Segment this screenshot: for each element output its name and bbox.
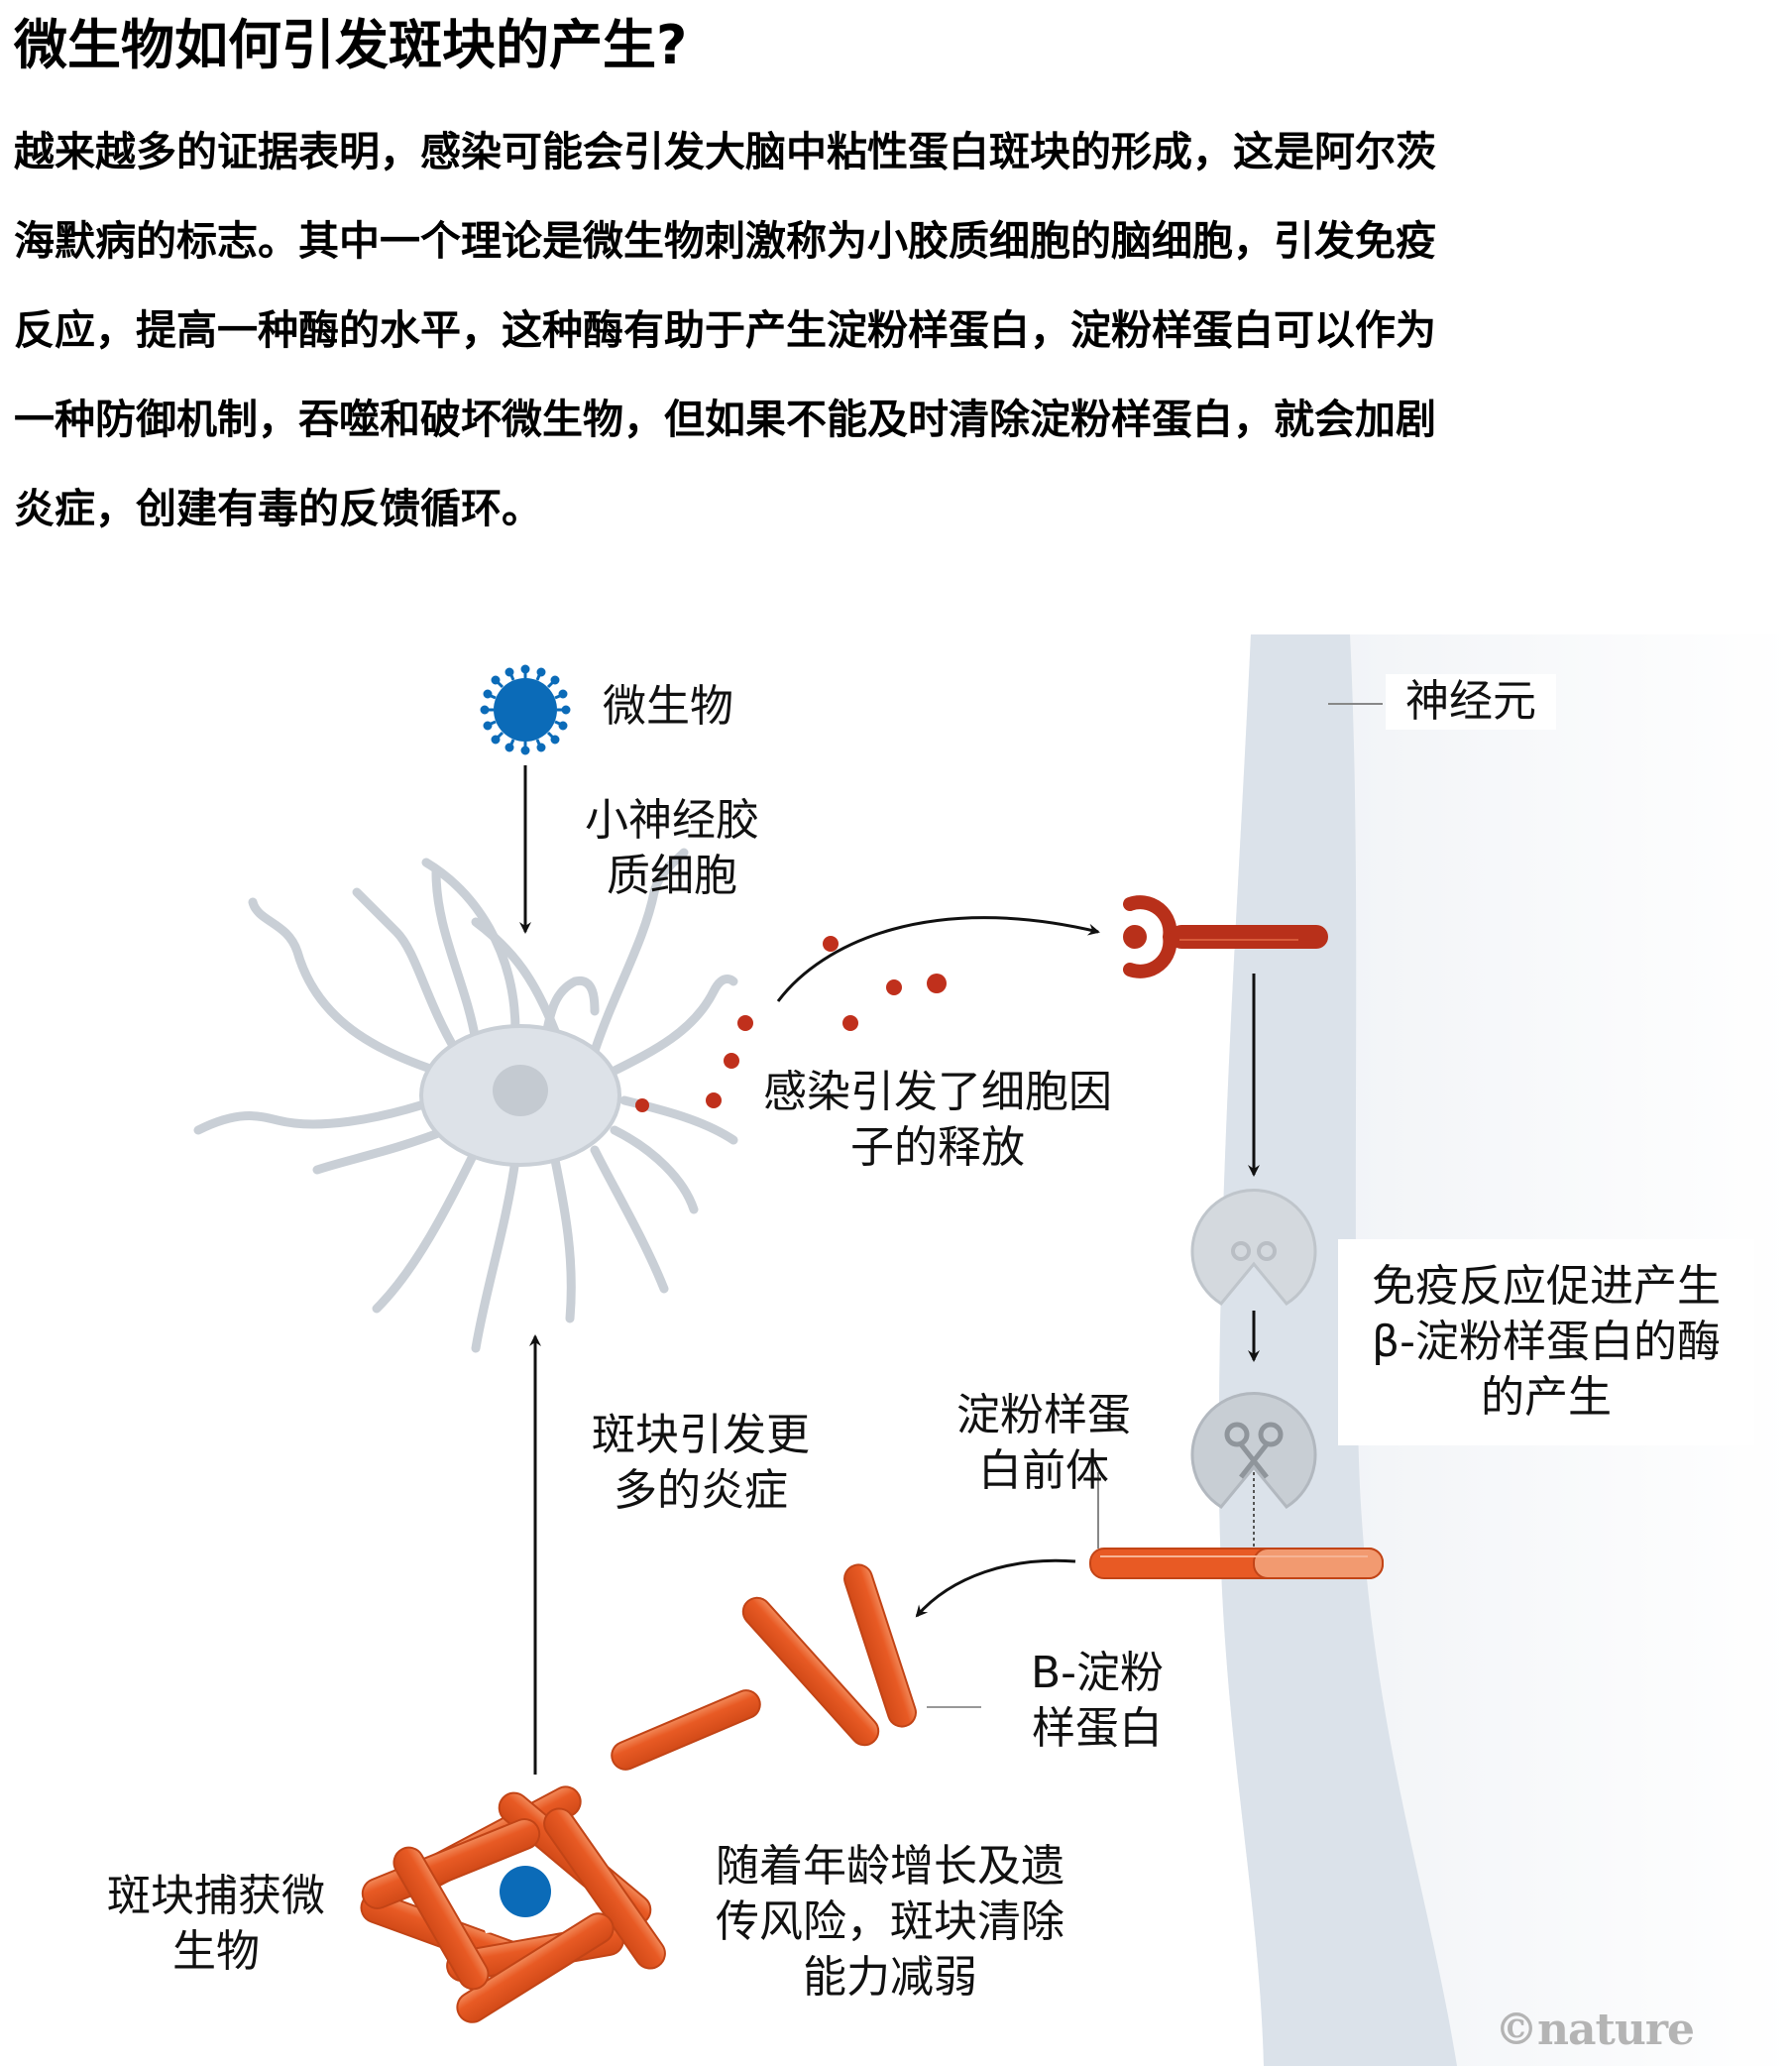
- scissors-enzyme-icon: [1190, 1189, 1317, 1306]
- receptor-icon: [1123, 895, 1328, 978]
- inflammation-label: 斑块引发更 多的炎症: [592, 1410, 810, 1516]
- intro-line: 海默病的标志。其中一个理论是微生物刺激称为小胶质细胞的脑细胞，引发免疫: [14, 217, 1436, 265]
- virus-icon: [480, 664, 571, 755]
- intro-paragraph: 越来越多的证据表明，感染可能会引发大脑中粘性蛋白斑块的形成，这是阿尔茨 海默病的…: [14, 107, 1788, 553]
- nature-credit: ©nature: [1495, 2005, 1695, 2055]
- arc-arrow-icon: [776, 916, 1100, 1002]
- aging-label: 随着年龄增长及遗 传风险，斑块清除 能力减弱: [716, 1841, 1064, 2003]
- page-title: 微生物如何引发斑块的产生?: [14, 14, 688, 76]
- neuron-label: 神经元: [1386, 674, 1556, 730]
- amyloid-fibril-icon: [611, 1563, 917, 1771]
- enzyme-label: 免疫反应促进产生 β-淀粉样蛋白的酶 的产生: [1338, 1239, 1754, 1445]
- precursor-label: 淀粉样蛋 白前体: [956, 1390, 1131, 1496]
- capture-label: 斑块捕获微 生物: [107, 1871, 325, 1977]
- amyloid-precursor-icon: [1089, 1548, 1384, 1579]
- intro-line: 越来越多的证据表明，感染可能会引发大脑中粘性蛋白斑块的形成，这是阿尔茨: [14, 128, 1436, 175]
- microglia-cell-icon: [193, 848, 738, 1353]
- intro-line: 反应，提高一种酶的水平，这种酶有助于产生淀粉样蛋白，淀粉样蛋白可以作为: [14, 306, 1436, 354]
- intro-line: 炎症，创建有毒的反馈循环。: [14, 485, 542, 532]
- microbe-label: 微生物: [603, 681, 733, 732]
- intro-line: 一种防御机制，吞噬和破坏微生物，但如果不能及时清除淀粉样蛋白，就会加剧: [14, 396, 1436, 443]
- cytokine-dots: [635, 936, 947, 1112]
- arc-arrow-icon: [915, 1558, 1076, 1618]
- plaque-icon: [360, 1785, 666, 2023]
- cytokine-label: 感染引发了细胞因 子的释放: [753, 1061, 1122, 1180]
- beta-amyloid-label: B-淀粉 样蛋白: [1031, 1648, 1165, 1754]
- scissors-enzyme-icon: [1190, 1392, 1317, 1509]
- microglia-label: 小神经胶 质细胞: [585, 795, 759, 901]
